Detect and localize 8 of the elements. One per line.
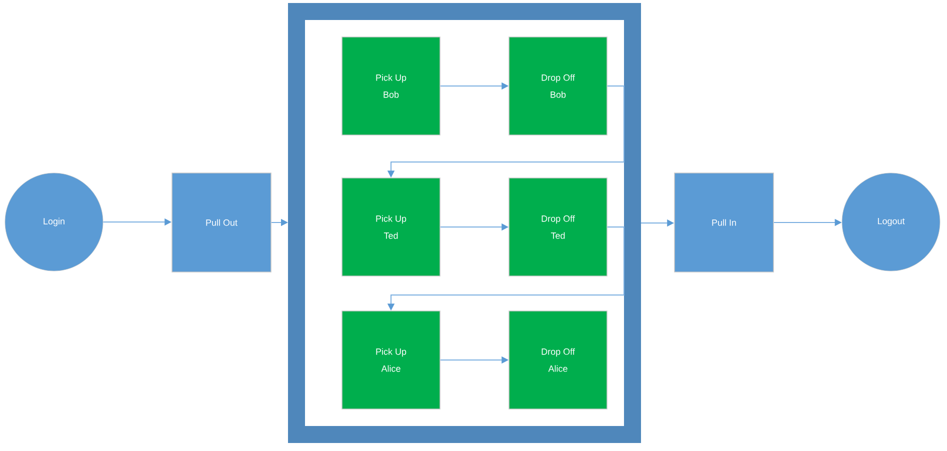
process-box: Drop Off Alice (508, 310, 608, 410)
process-box: Drop Off Ted (508, 178, 608, 276)
process-box: Pick Up Bob (342, 36, 440, 136)
process-box: Pull Out (172, 172, 272, 272)
process-box: Pick Up Ted (342, 178, 440, 276)
process-box: Pick Up Alice (342, 310, 440, 410)
process-box: Drop Off Bob (508, 36, 608, 136)
process-box: Pull In (674, 172, 774, 272)
